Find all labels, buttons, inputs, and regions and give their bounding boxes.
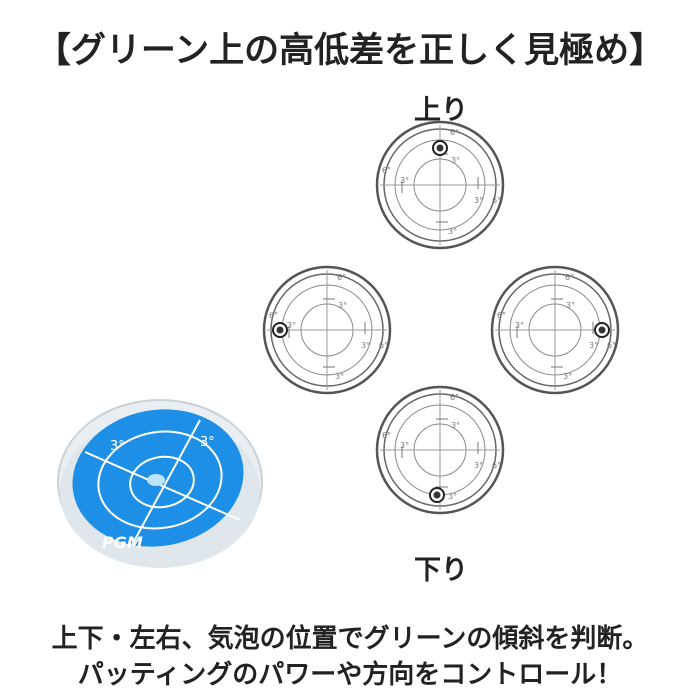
product-scale-label: 3°	[200, 435, 215, 450]
dial-scale-label: 3°	[451, 156, 460, 165]
dial-scale-label: 6°	[497, 311, 506, 320]
dial-scale-label: 3°	[335, 372, 344, 381]
dial-scale-label: 3°	[563, 372, 572, 381]
dial-scale-label: 3°	[448, 492, 457, 501]
headline: 【グリーン上の高低差を正しく見極め】	[35, 31, 665, 71]
dial-scale-label: 3°	[566, 301, 575, 310]
level-dial-left: 3° 3° 3° 3° 6° 6° 6°	[262, 265, 392, 395]
dial-scale-label: 3°	[589, 341, 598, 350]
level-dial-right: 3° 3° 3° 3° 6° 6° 6°	[490, 265, 620, 395]
dial-scale-label: 6°	[382, 431, 391, 440]
dial-scale-label: 3°	[400, 441, 409, 450]
dial-scale-label: 6°	[450, 393, 459, 402]
footer-line-1: 上下・左右、気泡の位置でグリーンの傾斜を判断。	[51, 624, 649, 654]
dial-scale-label: 3°	[451, 421, 460, 430]
dial-scale-label: 6°	[379, 341, 388, 350]
dial-scale-label: 3°	[448, 227, 457, 236]
bubble	[276, 326, 284, 334]
dial-scale-label: 6°	[492, 461, 501, 470]
footer-line-2: パッティングのパワーや方向をコントロール！	[77, 660, 623, 690]
downhill-label: 下り	[414, 555, 468, 586]
level-dial-downhill: 3° 3° 3° 3° 6° 6° 6°	[375, 385, 505, 515]
bubble	[433, 491, 441, 499]
dial-scale-label: 3°	[361, 341, 370, 350]
dial-scale-label: 3°	[515, 321, 524, 330]
dial-scale-label: 3°	[338, 301, 347, 310]
dial-scale-label: 6°	[565, 273, 574, 282]
dial-scale-label: 3°	[474, 196, 483, 205]
dial-scale-label: 6°	[450, 128, 459, 137]
dial-scale-label: 3°	[287, 321, 296, 330]
level-dial-uphill: 3° 3° 3° 3° 6° 6° 6°	[375, 120, 505, 250]
bubble	[436, 144, 444, 152]
dial-scale-label: 6°	[337, 273, 346, 282]
dial-scale-label: 6°	[382, 166, 391, 175]
dial-scale-label: 3°	[474, 461, 483, 470]
ball-marker-product: 3° 3° PGM	[57, 399, 263, 568]
bubble	[598, 326, 606, 334]
dial-scale-label: 6°	[492, 196, 501, 205]
dial-scale-label: 6°	[269, 311, 278, 320]
pgm-logo: PGM	[102, 533, 143, 552]
product-scale-label: 3°	[110, 439, 125, 454]
dial-scale-label: 3°	[400, 176, 409, 185]
dial-scale-label: 6°	[607, 341, 616, 350]
